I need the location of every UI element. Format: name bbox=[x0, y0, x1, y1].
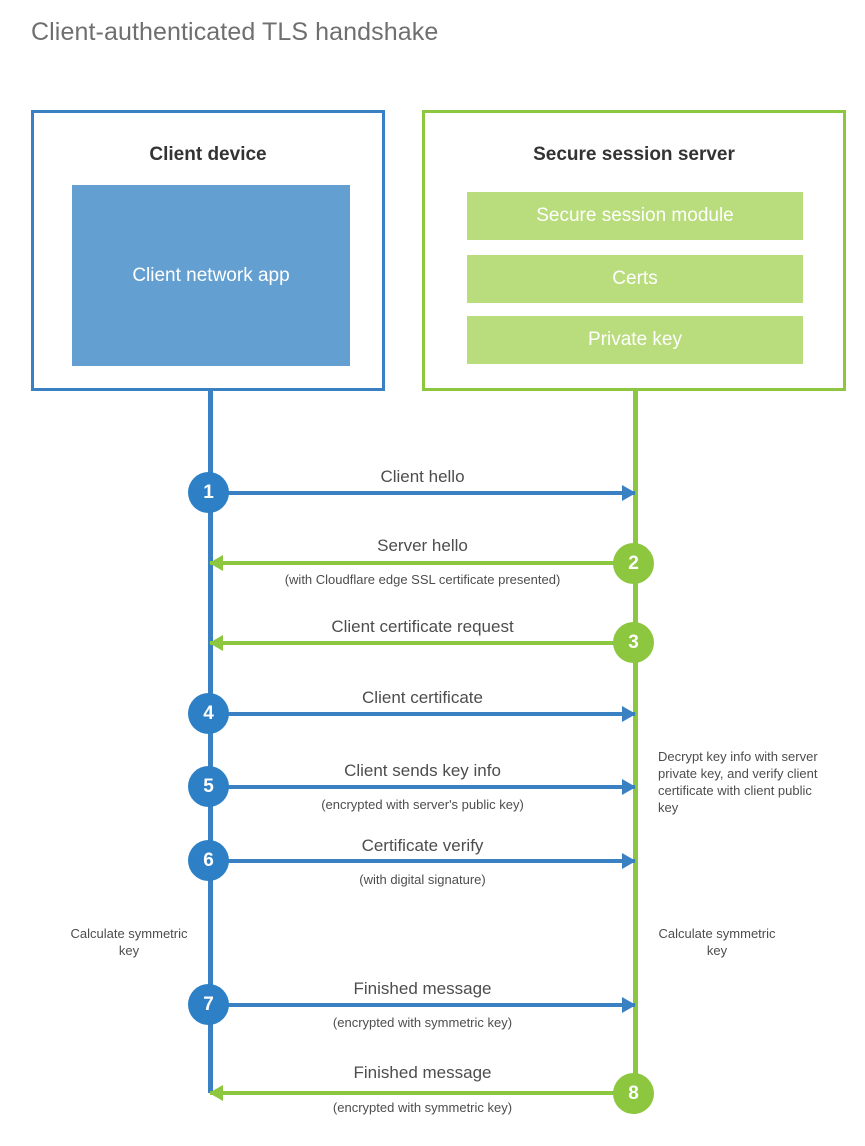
page-title: Client-authenticated TLS handshake bbox=[31, 18, 439, 46]
server-lifeline bbox=[633, 391, 638, 1093]
step-marker-5[interactable]: 5 bbox=[188, 766, 229, 807]
arrow-step-3 bbox=[209, 635, 635, 651]
arrow-sublabel-step-8: (encrypted with symmetric key) bbox=[332, 1100, 513, 1115]
arrow-sublabel-step-7: (encrypted with symmetric key) bbox=[332, 1015, 513, 1030]
server-item-secure-session-module: Secure session module bbox=[467, 192, 803, 240]
note-client-calculate-symmetric-key: Calculate symmetric key bbox=[70, 926, 188, 958]
arrowhead-icon bbox=[209, 635, 223, 651]
secure-session-server-box: Secure session server Secure session mod… bbox=[422, 110, 846, 391]
arrow-label-step-3: Client certificate request bbox=[331, 617, 514, 636]
step-marker-6[interactable]: 6 bbox=[188, 840, 229, 881]
server-item-certs: Certs bbox=[467, 255, 803, 303]
arrow-step-1 bbox=[210, 485, 636, 501]
arrow-step-7 bbox=[210, 997, 636, 1013]
step-marker-8[interactable]: 8 bbox=[613, 1073, 654, 1114]
server-item-private-key: Private key bbox=[467, 316, 803, 364]
client-network-app-block: Client network app bbox=[72, 185, 350, 366]
step-marker-2[interactable]: 2 bbox=[613, 543, 654, 584]
arrow-sublabel-step-6: (with digital signature) bbox=[359, 872, 486, 887]
client-device-box: Client device Client network app bbox=[31, 110, 385, 391]
secure-session-server-title: Secure session server bbox=[533, 144, 735, 165]
step-marker-4[interactable]: 4 bbox=[188, 693, 229, 734]
arrow-step-5 bbox=[210, 779, 636, 795]
note-server-calculate-symmetric-key: Calculate symmetric key bbox=[658, 926, 776, 958]
arrow-label-step-8: Finished message bbox=[353, 1063, 492, 1082]
arrow-label-step-7: Finished message bbox=[353, 979, 492, 998]
arrow-label-step-4: Client certificate bbox=[362, 688, 483, 707]
arrowhead-icon bbox=[622, 779, 636, 795]
arrow-step-2 bbox=[209, 555, 635, 571]
arrowhead-icon bbox=[622, 997, 636, 1013]
step-marker-7[interactable]: 7 bbox=[188, 984, 229, 1025]
arrow-label-step-1: Client hello bbox=[380, 467, 465, 486]
client-lifeline bbox=[208, 391, 213, 1093]
arrowhead-icon bbox=[209, 555, 223, 571]
step-marker-1[interactable]: 1 bbox=[188, 472, 229, 513]
arrow-sublabel-step-2: (with Cloudflare edge SSL certificate pr… bbox=[284, 572, 561, 587]
arrowhead-icon bbox=[622, 853, 636, 869]
arrow-step-8 bbox=[209, 1085, 635, 1101]
arrow-step-4 bbox=[210, 706, 636, 722]
arrowhead-icon bbox=[622, 706, 636, 722]
arrowhead-icon bbox=[622, 485, 636, 501]
arrowhead-icon bbox=[209, 1085, 223, 1101]
arrow-label-step-6: Certificate verify bbox=[361, 836, 484, 855]
arrow-label-step-2: Server hello bbox=[377, 536, 468, 555]
arrow-sublabel-step-5: (encrypted with server's public key) bbox=[321, 797, 524, 812]
step-marker-3[interactable]: 3 bbox=[613, 622, 654, 663]
client-device-title: Client device bbox=[149, 144, 267, 165]
note-server-decrypt: Decrypt key info with server private key… bbox=[658, 749, 818, 815]
arrow-step-6 bbox=[210, 853, 636, 869]
arrow-label-step-5: Client sends key info bbox=[344, 761, 501, 780]
